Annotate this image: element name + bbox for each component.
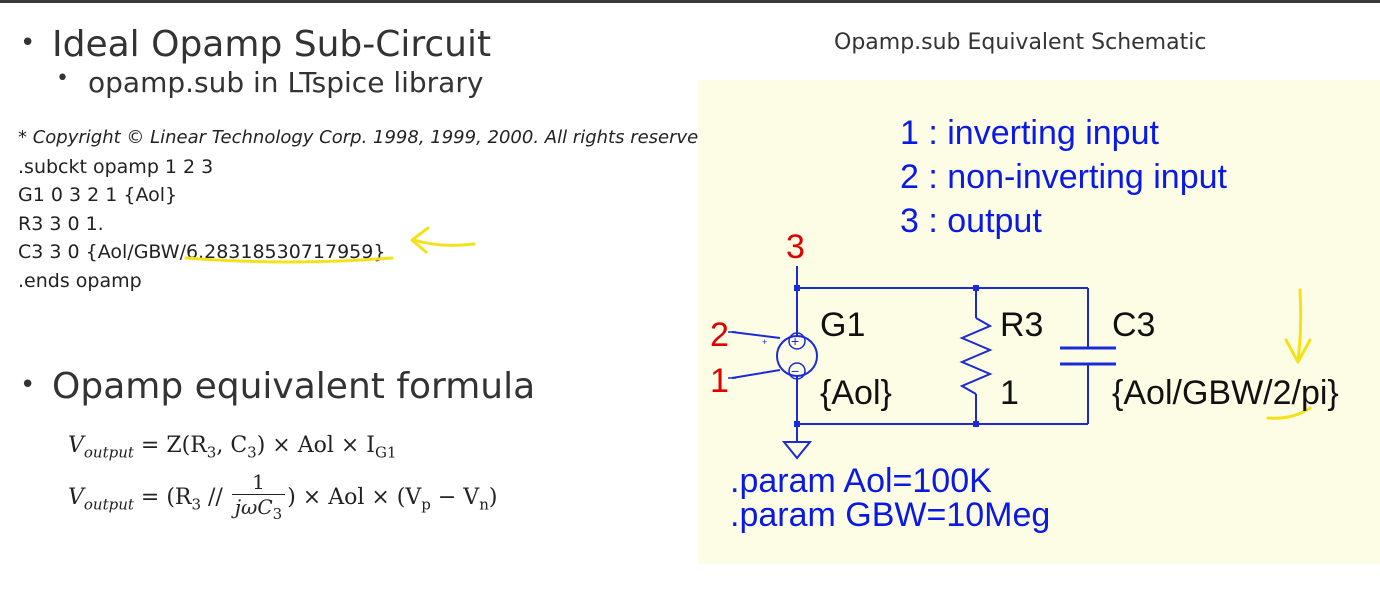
control-plus-circle <box>788 332 806 350</box>
formula-sub: output <box>83 495 134 514</box>
plus-sign: + <box>791 333 799 349</box>
param-gbw: .param GBW=10Meg <box>730 496 1051 534</box>
control-minus-circle <box>788 362 806 380</box>
formula-sub: 3 <box>191 495 202 514</box>
formula-sub: 3 <box>272 505 283 523</box>
fraction-denominator: jωC3 <box>232 495 285 526</box>
legend-pin-2: 2 : non-inverting input <box>900 158 1227 196</box>
resistor-r3-symbol <box>959 317 993 395</box>
formula-text: ) × Aol × I <box>256 433 375 458</box>
formula-block: Voutput = Z(R3, C3) × Aol × IG1 Voutput … <box>68 424 497 528</box>
formula-sub: n <box>479 495 489 514</box>
junction-dots <box>794 285 979 427</box>
formula-text: = (R <box>140 485 192 510</box>
r3-name: R3 <box>1000 306 1044 344</box>
pin-3-label: 3 <box>786 228 805 266</box>
formula-text: = Z(R <box>140 433 207 458</box>
highlight-underline <box>1266 406 1312 420</box>
formula-sub: 3 <box>206 443 217 462</box>
highlight-arrow-shaft <box>1296 288 1303 362</box>
highlight-underline <box>184 256 394 264</box>
formula-text: ) <box>488 485 498 510</box>
pin-1-label: 1 <box>710 362 729 400</box>
minus-sign: − <box>791 363 799 379</box>
pin-markers <box>728 331 736 379</box>
netlist: * Copyright © Linear Technology Corp. 19… <box>18 124 715 295</box>
formula-sub: p <box>421 495 431 514</box>
highlight-arrow-head <box>410 226 430 254</box>
formula-sub: 3 <box>247 443 257 462</box>
netlist-line: G1 0 3 2 1 {Aol} <box>18 184 178 206</box>
subheading-opamp-sub: opamp.sub in LTspice library <box>88 66 484 99</box>
g1-value: {Aol} <box>820 374 892 412</box>
bullet-dot: • <box>20 370 36 400</box>
formula-sub: output <box>83 443 134 462</box>
schematic-title: Opamp.sub Equivalent Schematic <box>834 30 1207 55</box>
formula-var: V <box>68 433 84 458</box>
netlist-copyright: * Copyright © Linear Technology Corp. 19… <box>18 127 716 148</box>
c3-value: {Aol/GBW/2/pi} <box>1112 374 1339 412</box>
formula-text: jωC <box>234 495 273 519</box>
formula-sub: G1 <box>375 443 397 462</box>
legend-pin-1: 1 : inverting input <box>900 114 1159 152</box>
bullet-dot: • <box>56 66 69 91</box>
formula-var: V <box>68 485 84 510</box>
g1-name: G1 <box>820 306 866 344</box>
formula-text: ) × Aol × (V <box>287 485 422 510</box>
heading-formula: Opamp equivalent formula <box>52 366 536 407</box>
formula-line-2: Voutput = (R3 // 1 jωC3 ) × Aol × (Vp − … <box>68 468 497 528</box>
heading-ideal-opamp: Ideal Opamp Sub-Circuit <box>52 24 492 65</box>
ground-icon <box>781 441 813 460</box>
netlist-line: C3 3 0 {Aol/GBW/6.28318530717959} <box>18 241 386 263</box>
param-aol: .param Aol=100K <box>730 462 992 500</box>
schematic-panel <box>698 80 1380 564</box>
formula-fraction: 1 jωC3 <box>231 470 286 526</box>
r3-value: 1 <box>1000 374 1019 412</box>
pin-2-label: 2 <box>710 316 729 354</box>
formula-text: , C <box>216 433 248 458</box>
bullet-dot: • <box>20 28 36 58</box>
small-plus: + <box>762 337 767 347</box>
netlist-line: .subckt opamp 1 2 3 <box>18 155 214 178</box>
c3-name: C3 <box>1112 306 1156 344</box>
netlist-line: .ends opamp <box>18 269 142 292</box>
formula-text: // <box>201 485 223 510</box>
fraction-numerator: 1 <box>231 470 286 495</box>
small-minus: − <box>762 367 767 377</box>
schematic-wires <box>731 266 1089 442</box>
highlight-arrow-shaft <box>412 238 476 247</box>
top-border <box>0 0 1380 3</box>
formula-text: − V <box>430 485 480 510</box>
legend-pin-3: 3 : output <box>900 202 1042 240</box>
netlist-line: R3 3 0 1. <box>18 212 104 235</box>
formula-line-1: Voutput = Z(R3, C3) × Aol × IG1 <box>68 424 497 468</box>
highlight-arrow-head <box>1284 338 1312 364</box>
